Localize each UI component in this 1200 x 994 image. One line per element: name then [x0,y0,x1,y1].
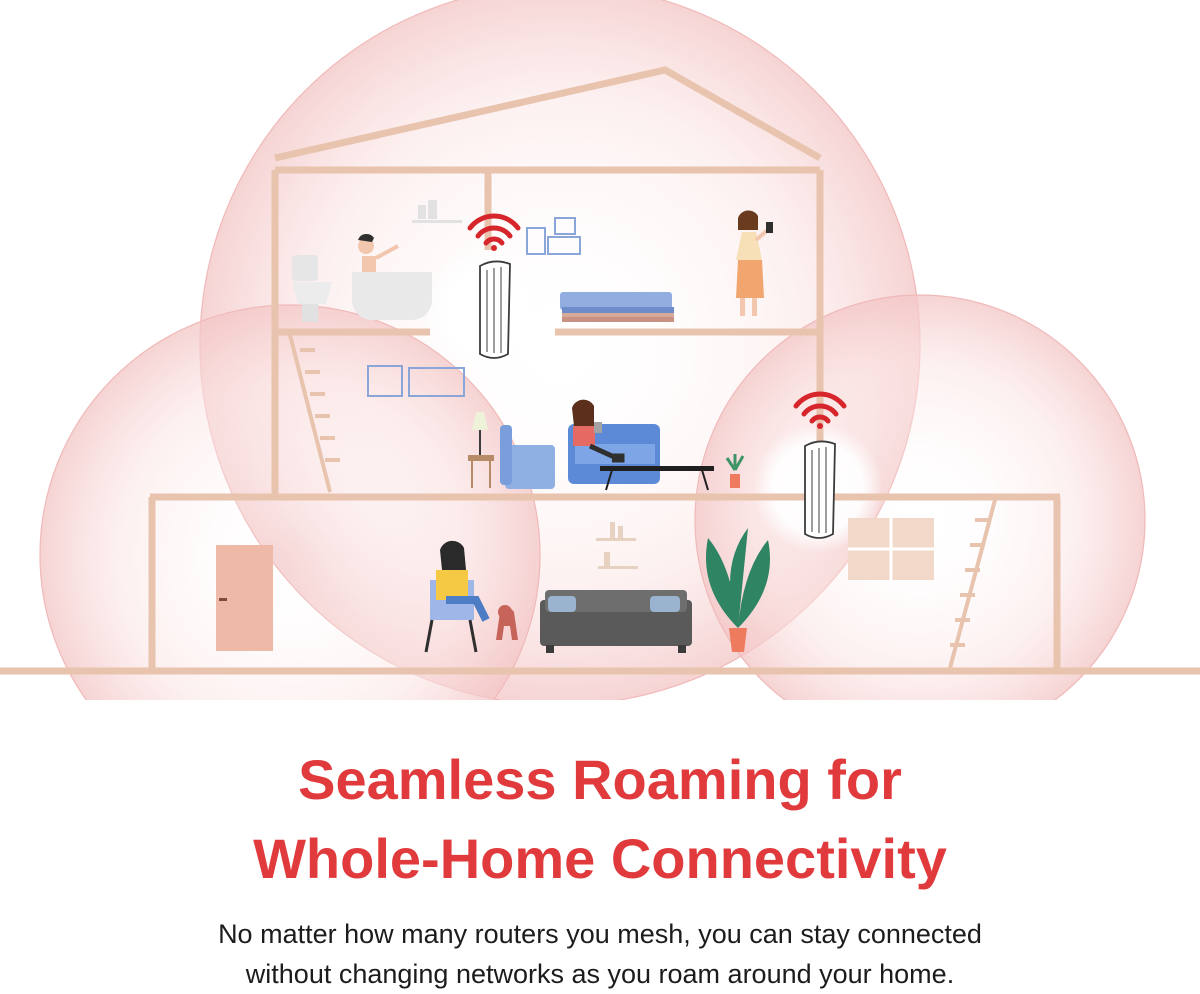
home-coverage-illustration [0,0,1200,700]
mesh-router-icon [479,260,511,359]
wifi-signal-icon [793,391,847,429]
headline-line-1: Seamless Roaming for [298,748,902,811]
bathroom [292,200,462,322]
body-copy-line-2: without changing networks as you roam ar… [245,959,955,989]
coverage-bubble-left [39,304,541,700]
wall-frames-living [367,365,465,397]
woman-with-phone [736,210,773,316]
staircase-upper [288,334,340,493]
body-copy-line-1: No matter how many routers you mesh, you… [218,919,982,949]
headline-line-2: Whole-Home Connectivity [253,827,947,890]
ground-floor [216,518,934,653]
house-frame [0,66,1200,675]
mesh-router-icon [804,440,836,539]
wifi-signal-icon [467,213,521,251]
bed [560,292,674,322]
living-room [468,399,745,491]
staircase-lower [948,499,997,669]
wall-frames-upstairs [526,217,581,255]
